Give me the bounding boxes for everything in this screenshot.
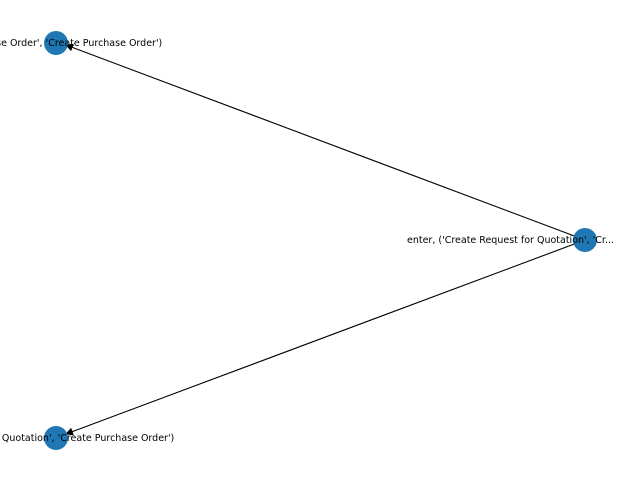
node-label-right: enter, ('Create Request for Quotation', …	[407, 235, 614, 246]
node-bottom[interactable]	[44, 426, 68, 450]
node-top[interactable]	[44, 31, 68, 55]
node-label-bottom: ...t for Quotation', 'Create Purchase Or…	[0, 433, 174, 444]
node-label-top: ...chase Order', 'Create Purchase Order'…	[0, 38, 162, 49]
node-right[interactable]	[573, 228, 597, 252]
edge-right-to-top	[65, 43, 586, 241]
edge-right-to-bottom	[65, 239, 586, 436]
